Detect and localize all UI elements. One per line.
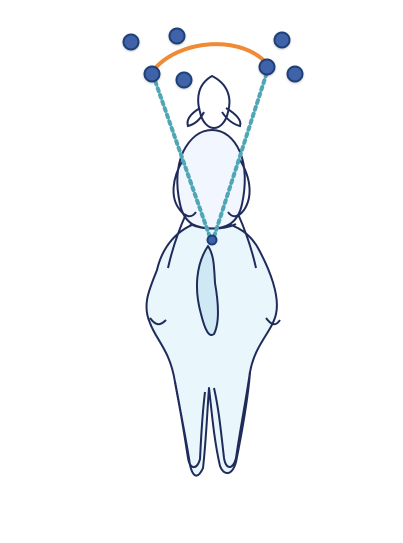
dot-marker-1 <box>124 35 139 50</box>
dot-marker-5 <box>177 73 192 88</box>
dot-marker-3 <box>275 33 290 48</box>
dot-marker-8 <box>208 236 217 245</box>
dot-marker-2 <box>170 29 185 44</box>
dot-marker-6 <box>260 60 275 75</box>
dot-marker-7 <box>288 67 303 82</box>
dot-marker-4 <box>145 67 160 82</box>
